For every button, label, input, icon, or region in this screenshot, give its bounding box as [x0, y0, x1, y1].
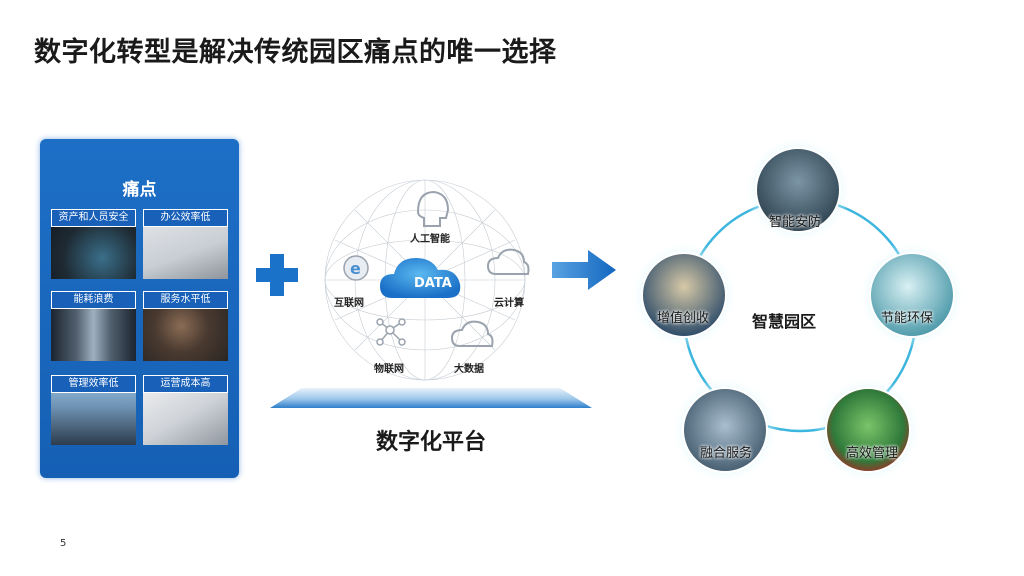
pain-points-title: 痛点 — [122, 180, 157, 200]
platform-item-iot: 物联网 — [374, 364, 404, 375]
pain-item-label: 资产和人员安全 — [51, 209, 136, 227]
big-data-icon — [450, 320, 494, 347]
svg-text:e: e — [350, 259, 361, 278]
arrow-right-icon — [552, 250, 616, 290]
node-label-revenue: 增值创收 — [657, 311, 710, 326]
platform-title: 数字化平台 — [376, 430, 487, 455]
platform-item-big-data: 大数据 — [454, 364, 484, 375]
pain-item-label: 办公效率低 — [143, 209, 228, 227]
pain-item-energy-waste: 能耗浪费 — [51, 291, 136, 361]
iot-icon — [376, 318, 406, 346]
platform-item-ai: 人工智能 — [410, 234, 450, 245]
internet-icon: e — [343, 255, 369, 281]
plus-icon — [256, 254, 298, 296]
page-number: 5 — [60, 538, 67, 549]
platform-item-cloud-computing: 云计算 — [494, 298, 524, 309]
platform-base-graphic — [270, 388, 592, 408]
pain-item-label: 管理效率低 — [51, 375, 136, 393]
network-sphere-graphic: e — [324, 179, 530, 381]
pain-item-management-efficiency: 管理效率低 — [51, 375, 136, 445]
pain-item-operating-cost: 运营成本高 — [143, 375, 228, 445]
pain-item-label: 运营成本高 — [143, 375, 228, 393]
platform-item-internet: 互联网 — [334, 298, 364, 309]
page-title: 数字化转型是解决传统园区痛点的唯一选择 — [34, 37, 557, 68]
smart-park-ring-graphic — [630, 140, 966, 480]
node-label-management: 高效管理 — [846, 446, 899, 461]
pain-points-panel: 痛点 资产和人员安全 办公效率低 能耗浪费 服务水平低 管理效率低 运营成本高 — [40, 139, 239, 478]
ai-head-icon — [416, 190, 450, 227]
pain-item-service-level: 服务水平低 — [143, 291, 228, 361]
pain-item-office-efficiency: 办公效率低 — [143, 209, 228, 279]
node-label-security: 智能安防 — [769, 215, 822, 230]
smart-park-title: 智慧园区 — [752, 312, 817, 331]
data-label: DATA — [414, 276, 452, 291]
pain-item-asset-safety: 资产和人员安全 — [51, 209, 136, 279]
node-label-service: 融合服务 — [700, 446, 753, 461]
cloud-computing-icon — [486, 248, 530, 275]
node-label-energy-saving: 节能环保 — [881, 311, 934, 326]
pain-item-label: 能耗浪费 — [51, 291, 136, 309]
pain-item-label: 服务水平低 — [143, 291, 228, 309]
cloud-icon — [380, 258, 461, 298]
